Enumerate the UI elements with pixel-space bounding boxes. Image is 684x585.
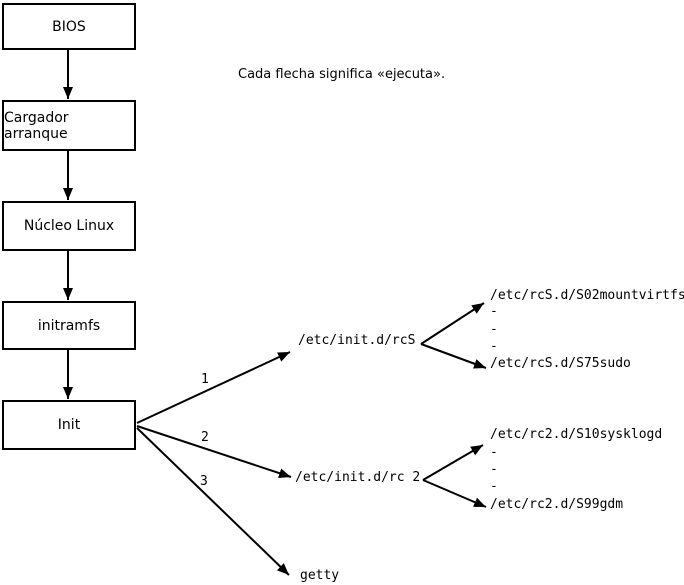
arrow-init-to-rc2	[136, 425, 292, 478]
box-init-label: Init	[57, 417, 81, 433]
arrow-rc2-to-first-script	[422, 444, 484, 481]
box-nucleo-linux-label: Núcleo Linux	[23, 218, 115, 234]
rc2-ellipsis-dash-2: -	[490, 462, 498, 477]
box-bios: BIOS	[2, 3, 136, 50]
arrow-init-to-getty	[136, 427, 290, 576]
branch-number-1: 1	[201, 372, 209, 387]
branch-number-3: 3	[200, 474, 208, 489]
path-etc-init-d-rcS: /etc/init.d/rcS	[298, 333, 416, 348]
path-etc-init-d-rc2: /etc/init.d/rc 2	[295, 470, 421, 485]
rc2-ellipsis-dash-3: -	[490, 479, 498, 494]
arrow-rcS-to-first-script	[420, 302, 485, 345]
path-rc2-first-script: /etc/rc2.d/S10sysklogd	[490, 427, 663, 442]
rc2-ellipsis-dash-1: -	[490, 445, 498, 460]
arrow-rcS-to-last-script	[420, 343, 487, 369]
rcS-ellipsis-dash-3: -	[490, 339, 498, 354]
rcS-ellipsis-dash-1: -	[490, 304, 498, 319]
path-getty: getty	[300, 568, 340, 583]
box-cargador-arranque-label: Cargador arranque	[4, 109, 69, 142]
legend-note: Cada flecha significa «ejecuta».	[238, 67, 446, 82]
box-cargador-arranque: Cargador arranque	[2, 100, 136, 151]
box-nucleo-linux: Núcleo Linux	[2, 201, 136, 251]
arrow-rc2-to-last-script	[422, 479, 487, 508]
path-rcS-last-script: /etc/rcS.d/S75sudo	[490, 356, 631, 371]
box-bios-label: BIOS	[52, 18, 86, 35]
box-initramfs: initramfs	[2, 301, 136, 350]
box-init: Init	[2, 400, 136, 450]
branch-number-2: 2	[201, 430, 209, 445]
box-initramfs-label: initramfs	[37, 317, 101, 334]
arrow-init-to-rcS	[136, 351, 291, 424]
rcS-ellipsis-dash-2: -	[490, 322, 498, 337]
path-rc2-last-script: /etc/rc2.d/S99gdm	[490, 497, 624, 512]
path-rcS-first-script: /etc/rcS.d/S02mountvirtfs	[490, 288, 684, 303]
